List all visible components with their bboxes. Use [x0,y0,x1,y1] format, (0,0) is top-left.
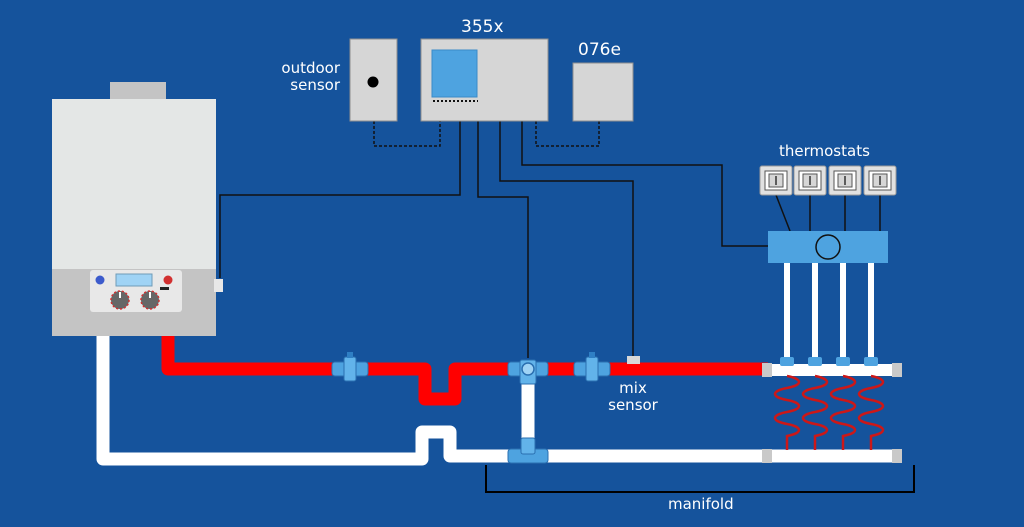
zone-relay-box [768,231,888,263]
thermostat-group [759,165,897,196]
boiler-knob-right [140,290,160,310]
manifold-end-cap [762,363,772,377]
boiler-display [115,273,153,287]
wire-controller-to-mix-sensor [499,121,634,358]
controller-box [420,38,549,122]
boiler-supply-pipe [161,336,768,406]
outdoor-sensor-label-line2: sensor [290,76,340,94]
manifold-end-cap [762,449,772,463]
control-wires [219,121,881,358]
boiler-indicator-blue [95,275,105,285]
thermostat-icon [759,165,793,196]
boiler-knob-left [110,290,130,310]
radiant-loop [801,374,829,450]
outdoor-sensor-dot [367,76,379,88]
tee-fitting [507,437,549,464]
manifold-bracket [485,465,915,493]
loop-valve [780,357,794,366]
outdoor-sensor-label-line1: outdoor [281,59,340,77]
wire-controller-to-boiler [219,121,461,278]
radiant-loop [773,374,801,450]
thermostats-label: thermostats [779,142,870,160]
loop-valve [836,357,850,366]
controller-label: 355x [461,17,504,37]
mix-sensor-probe [627,356,640,364]
wire-controller-to-relay [521,121,768,247]
wire-controller-to-mix-valve [477,121,529,358]
ball-valve-2 [573,352,611,382]
manifold-loop-risers [784,260,874,360]
radiant-loop [829,374,857,450]
boiler-body [52,99,216,269]
manifold-end-cap [892,363,902,377]
outdoor-sensor-box [349,38,398,122]
radiant-loop [857,374,885,450]
return-piping [96,260,900,466]
wire-thermostat-1 [775,194,791,232]
manifold-fittings [762,357,902,463]
wire-module [535,121,600,147]
boiler [52,82,223,336]
mixing-valve [507,359,549,385]
circulator-pump-icon [815,234,841,260]
boiler-return-pipe [96,332,900,466]
boiler-flue [110,82,166,102]
zone-module-box [572,62,634,122]
loop-valve [808,357,822,366]
boiler-indicator-red [163,275,173,285]
mix-sensor-label-line2: sensor [608,396,658,414]
mix-sensor-label: mix sensor [600,380,666,414]
manifold-end-cap [892,449,902,463]
radiant-loops [773,374,885,450]
thermostat-icon [863,165,897,196]
controller-screen [431,49,478,98]
boiler-connector [214,279,223,292]
loop-valve [864,357,878,366]
ball-valve-1 [331,352,369,382]
thermostat-icon [793,165,827,196]
module-label: 076e [578,40,621,60]
outdoor-sensor-label: outdoor sensor [274,60,340,94]
manifold-label: manifold [668,495,734,513]
mix-sensor-label-line1: mix [619,379,647,397]
wire-outdoor-sensor [373,121,441,147]
thermostat-icon [828,165,862,196]
boiler-button [160,287,169,290]
